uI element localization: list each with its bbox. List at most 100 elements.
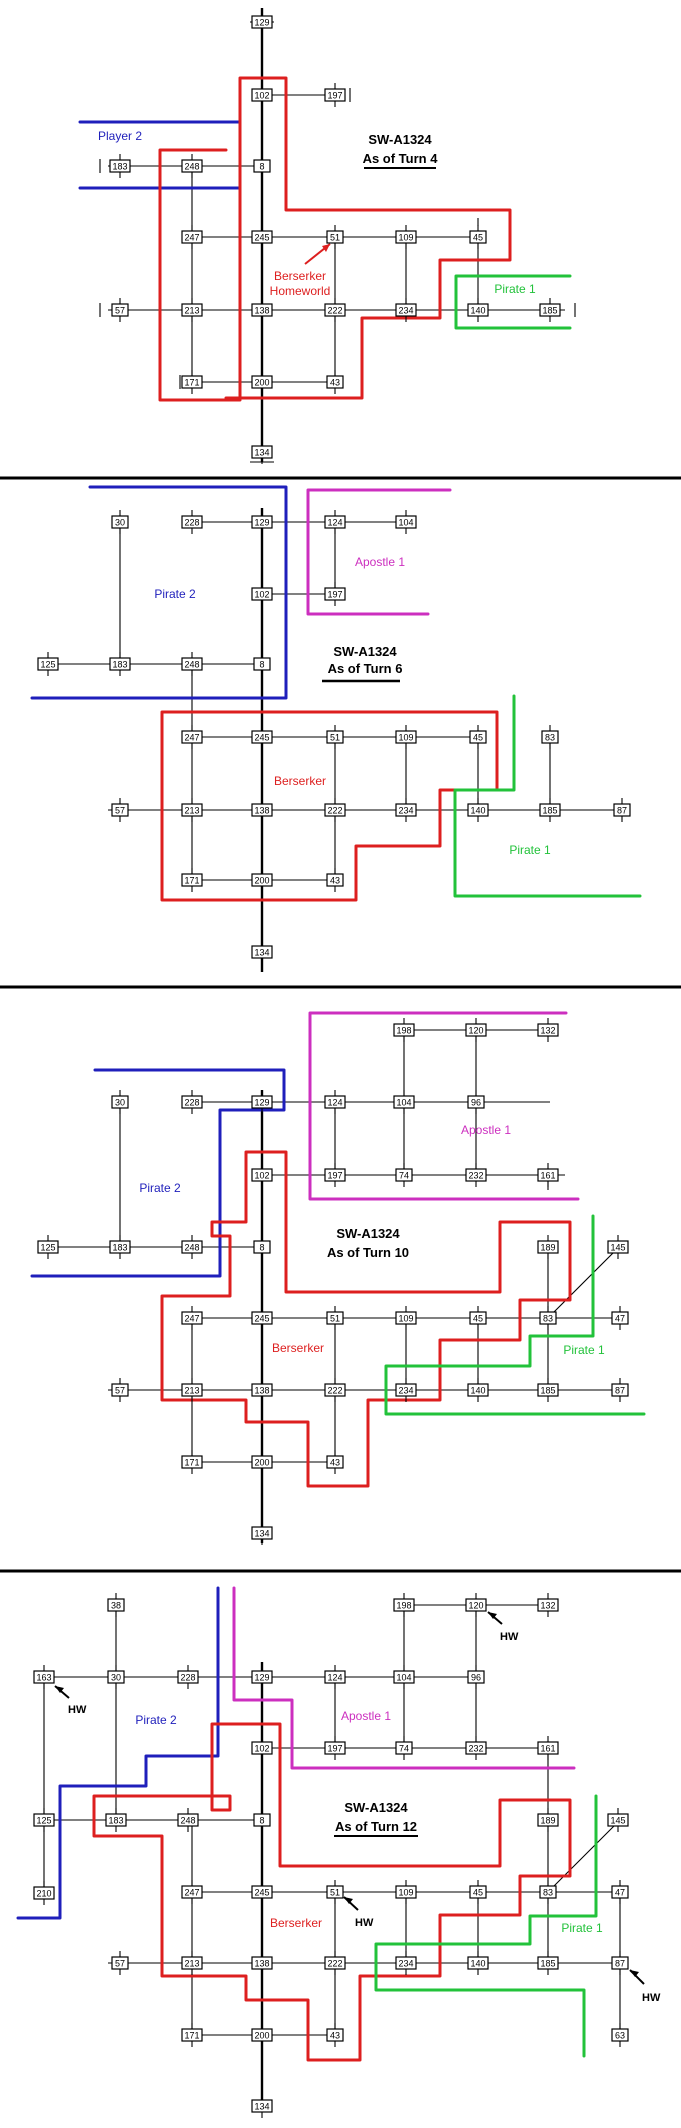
node-box [251, 587, 273, 601]
node-label: 102 [254, 590, 269, 600]
sector-node: 43 [326, 2023, 344, 2047]
node-box [537, 1023, 559, 1037]
sector-node: 57 [111, 298, 129, 322]
sector-node: 132 [537, 1593, 559, 1617]
node-box [326, 1311, 344, 1325]
pirate1-boundary [374, 1794, 598, 2058]
node-label: 51 [330, 733, 340, 743]
node-label: 47 [615, 1888, 625, 1898]
sector-node: 232 [465, 1736, 487, 1760]
sector-node: 222 [324, 1378, 346, 1402]
sector-node: 140 [467, 798, 489, 822]
node-label: 104 [398, 518, 413, 528]
sector-node: 197 [324, 1736, 346, 1760]
sector-node: 171 [181, 868, 203, 892]
node-label: 185 [542, 806, 557, 816]
sector-node: 63 [611, 2023, 629, 2047]
sector-node: 185 [537, 1951, 559, 1975]
node-label: 232 [468, 1171, 483, 1181]
sector-node: 189 [537, 1235, 559, 1259]
node-box [251, 1383, 273, 1397]
node-box [395, 1741, 413, 1755]
node-box [539, 1885, 557, 1899]
sector-node: 51 [326, 1306, 344, 1330]
node-box [37, 657, 59, 671]
node-label: 38 [111, 1601, 121, 1611]
pirate1-label: Pirate 1 [563, 1343, 605, 1357]
node-label: 51 [330, 233, 340, 243]
node-box [181, 873, 203, 887]
node-box [181, 303, 203, 317]
node-box [393, 1598, 415, 1612]
node-label: 96 [471, 1098, 481, 1108]
sector-node: 51 [326, 725, 344, 749]
sector-node: 189 [537, 1808, 559, 1832]
node-box [465, 1598, 487, 1612]
node-label: 200 [254, 2031, 269, 2041]
node-label: 8 [259, 660, 264, 670]
node-box [251, 303, 273, 317]
sector-node: 83 [541, 725, 559, 749]
node-label: 132 [540, 1026, 555, 1036]
node-label: 8 [259, 1816, 264, 1826]
node-label: 120 [468, 1601, 483, 1611]
node-label: 247 [184, 1314, 199, 1324]
sector-node: 134 [251, 940, 273, 964]
apostle1-boundary [308, 1011, 580, 1201]
node-box [324, 515, 346, 529]
panel-subtitle: As of Turn 10 [327, 1245, 409, 1260]
node-box [395, 303, 417, 317]
hw-marker: HW [343, 1896, 374, 1929]
sector-node: 125 [37, 652, 59, 676]
node-label: 47 [615, 1314, 625, 1324]
node-label: 185 [540, 1959, 555, 1969]
sector-node: 228 [181, 1090, 203, 1114]
node-label: 161 [540, 1744, 555, 1754]
sector-node: 102 [251, 582, 273, 606]
node-label: 43 [330, 378, 340, 388]
sector-node: 185 [537, 1378, 559, 1402]
node-label: 234 [398, 1386, 413, 1396]
node-label: 124 [327, 518, 342, 528]
node-box [181, 159, 203, 173]
sector-node: 45 [469, 1880, 487, 1904]
node-label: 138 [254, 1959, 269, 1969]
node-box [539, 1311, 557, 1325]
berserker-label: Berserker [274, 269, 326, 283]
homeworld-label: Homeworld [270, 284, 331, 298]
node-label: 129 [254, 18, 269, 28]
node-label: 45 [473, 1314, 483, 1324]
sector-node: 104 [395, 510, 417, 534]
pirate2-boundary [30, 485, 288, 700]
sector-node: 134 [251, 2094, 273, 2118]
node-box [607, 1813, 629, 1827]
node-box [109, 657, 131, 671]
panel-subtitle: As of Turn 12 [335, 1819, 417, 1834]
node-label: 140 [470, 1959, 485, 1969]
node-box [107, 1670, 125, 1684]
node-box [326, 2028, 344, 2042]
node-label: 134 [254, 2102, 269, 2112]
node-box [395, 1168, 413, 1182]
node-label: 163 [36, 1673, 51, 1683]
node-box [467, 1956, 489, 1970]
node-box [111, 515, 129, 529]
node-box [181, 1383, 203, 1397]
sector-node: 200 [251, 868, 273, 892]
apostle1-boundary [232, 1586, 576, 1770]
node-box [324, 803, 346, 817]
node-box [467, 1670, 485, 1684]
node-box [395, 1885, 417, 1899]
node-box [181, 375, 203, 389]
sector-node: 140 [467, 298, 489, 322]
sector-node: 247 [181, 725, 203, 749]
node-label: 96 [471, 1673, 481, 1683]
sector-node: 8 [253, 154, 271, 178]
node-label: 248 [184, 162, 199, 172]
sector-node: 51 [326, 1880, 344, 1904]
sector-node: 132 [537, 1018, 559, 1042]
node-box [111, 303, 129, 317]
node-label: 129 [254, 1673, 269, 1683]
